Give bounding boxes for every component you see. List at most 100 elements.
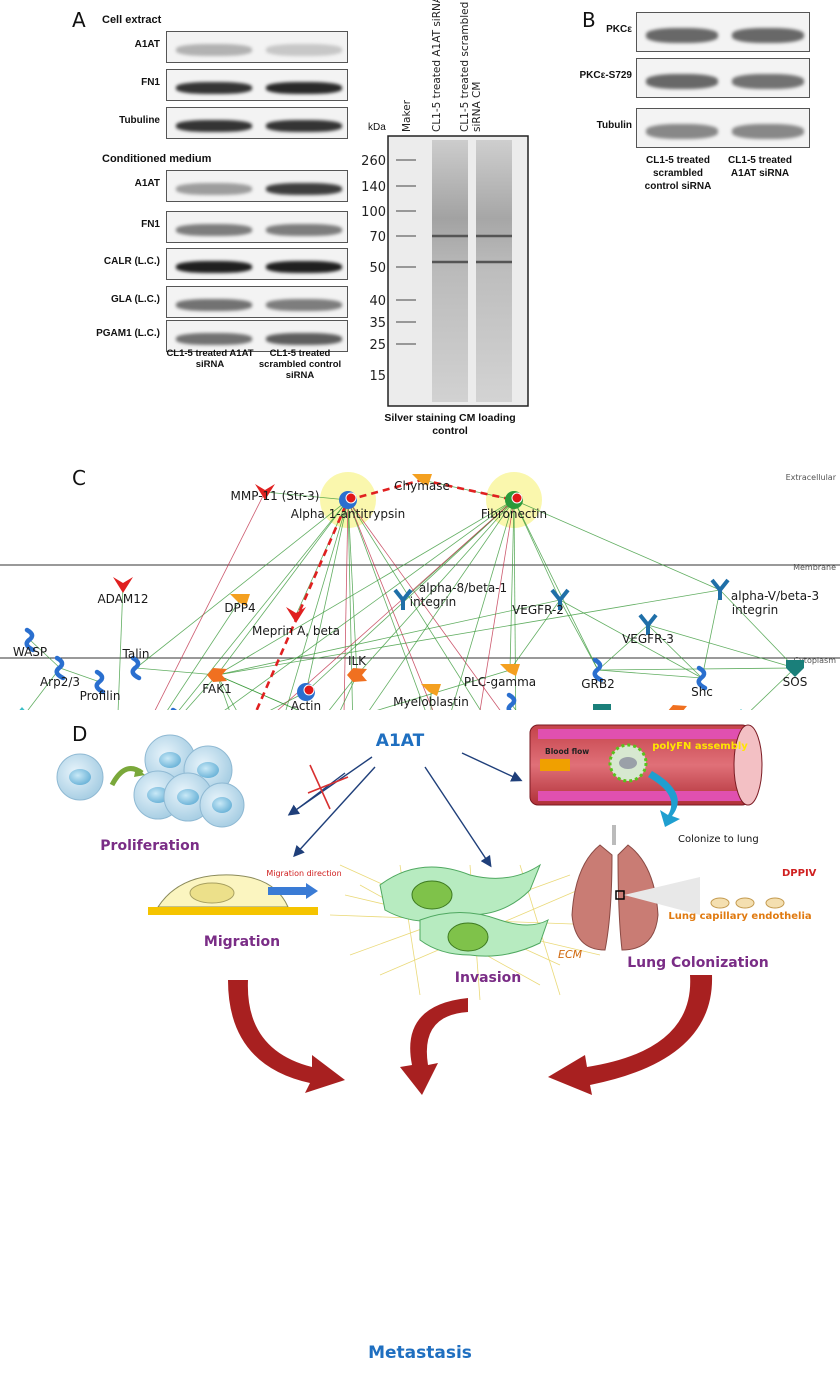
gel-marker-label: 50	[369, 261, 386, 276]
a-band	[176, 333, 252, 345]
b-band	[731, 124, 804, 140]
a-blot-strip	[166, 211, 348, 243]
network-edge	[347, 499, 434, 710]
invasion-cells-icon	[379, 863, 549, 957]
key-path	[255, 478, 515, 710]
a-blot-strip	[166, 286, 348, 318]
network-edge	[305, 499, 349, 693]
b-band	[645, 124, 718, 140]
a-blot-strip	[166, 31, 348, 63]
key-path-edge	[421, 478, 515, 502]
b-band	[731, 28, 804, 44]
a-band	[266, 333, 342, 345]
node-label: Profilin	[80, 689, 121, 703]
capillary-endothelia-icon	[624, 877, 785, 915]
arrow-colonization	[461, 752, 523, 782]
gel-marker-label: 140	[361, 180, 386, 195]
lung-colonization-label: Lung Colonization	[627, 955, 769, 971]
b-blot-strip	[636, 108, 810, 148]
node-chymase: Chymase	[394, 474, 450, 493]
network-edge	[224, 499, 515, 710]
node-ripk1: RIPK1	[668, 705, 687, 710]
key-path-edge	[347, 478, 423, 502]
node-rasgrf1: RASGRF1	[593, 704, 611, 710]
a-band	[176, 82, 252, 94]
b-blot-label: PKCε-S729	[579, 70, 632, 81]
a-blot-label: A1AT	[134, 178, 160, 189]
b-blot-label: PKCε	[606, 24, 632, 35]
node-myelo: Myeloblastin	[393, 684, 469, 709]
node-a1at: Alpha 1-antitrypsin	[291, 491, 405, 521]
arrow-migration	[293, 766, 376, 858]
blood-vessel-icon	[529, 724, 763, 827]
network-edge	[750, 667, 796, 710]
node-shc: Shc	[691, 665, 713, 699]
lane2-label-b: CL1-5 treated A1AT siRNA	[728, 155, 792, 179]
panel-c-label: C	[72, 466, 86, 490]
panel-a-label: A	[72, 8, 86, 32]
gel-caption: Silver staining CM loading control	[384, 412, 516, 437]
a-blot-label: FN1	[141, 219, 160, 230]
zone-label: Extracellular	[786, 473, 837, 482]
a-band	[266, 44, 342, 56]
network-edge	[513, 499, 721, 591]
node-msn: MSN (moesin)	[506, 692, 517, 710]
network-edge	[369, 499, 515, 710]
node-label: PLC-gamma	[464, 675, 536, 689]
a-band	[176, 261, 252, 273]
panel-b-label: B	[582, 8, 596, 32]
panel-d-label: D	[72, 722, 88, 746]
node-hras: H-Ras	[740, 709, 742, 710]
network-edge	[347, 499, 353, 710]
node-adam12: ADAM12	[97, 577, 149, 606]
pathway-network: ExtracellularMembraneCytoplasmNucleusUns…	[0, 472, 840, 710]
node-vegfr3: VEGFR-3	[622, 613, 674, 646]
node-ilk: ILK	[347, 654, 367, 682]
node-label: MMP-11 (Str-3)	[231, 489, 320, 503]
lungs-icon	[571, 825, 659, 951]
node-label: WASP	[13, 645, 47, 659]
gel-marker-label: 15	[369, 369, 386, 384]
network-edge	[270, 691, 307, 710]
network-edge	[29, 639, 61, 669]
node-talin: Talin	[122, 647, 149, 681]
a-blot-strip	[166, 69, 348, 101]
a-band	[266, 261, 342, 273]
network-edge	[216, 674, 230, 710]
a-blot-label: CALR (L.C.)	[103, 256, 160, 267]
b-band	[731, 74, 804, 90]
node-plcg: PLC-gamma	[464, 664, 536, 689]
gel-marker-label: 25	[369, 338, 386, 353]
network-edge	[135, 499, 349, 669]
ecm-label: ECM	[558, 948, 583, 961]
network-edge	[216, 589, 721, 676]
a-blot-strip	[166, 320, 348, 352]
node-label: GRB2	[581, 677, 615, 691]
migration-direction-label: Migration direction	[266, 869, 341, 878]
network-edge	[347, 499, 426, 710]
a-blot-strip	[166, 248, 348, 280]
node-profilin: Profilin	[80, 669, 121, 703]
node-label: DPP4	[224, 601, 255, 615]
invasion-label: Invasion	[455, 970, 521, 986]
node-label: Myeloblastin	[393, 695, 469, 709]
network-edge	[509, 499, 515, 671]
gel-marker-label: 260	[361, 154, 386, 169]
metastasis-schematic: A1AT Proliferation Migration direction	[56, 724, 817, 1363]
network-edge	[513, 499, 561, 601]
node-label: Meprin A, beta	[252, 624, 340, 638]
network-edge	[451, 499, 515, 710]
node-arp23: Arp2/3	[40, 655, 80, 689]
node-label: Fibronectin	[481, 507, 547, 521]
proliferation-label: Proliferation	[100, 838, 199, 854]
gel-marker-label: 35	[369, 316, 386, 331]
network-edge	[216, 599, 561, 676]
a-blot-label: Tubuline	[119, 115, 160, 126]
network-edge	[340, 674, 358, 710]
proliferation-cells-icon	[56, 734, 245, 828]
node-fak1: FAK1	[202, 668, 232, 696]
colonize-label: Colonize to lung	[678, 834, 759, 845]
